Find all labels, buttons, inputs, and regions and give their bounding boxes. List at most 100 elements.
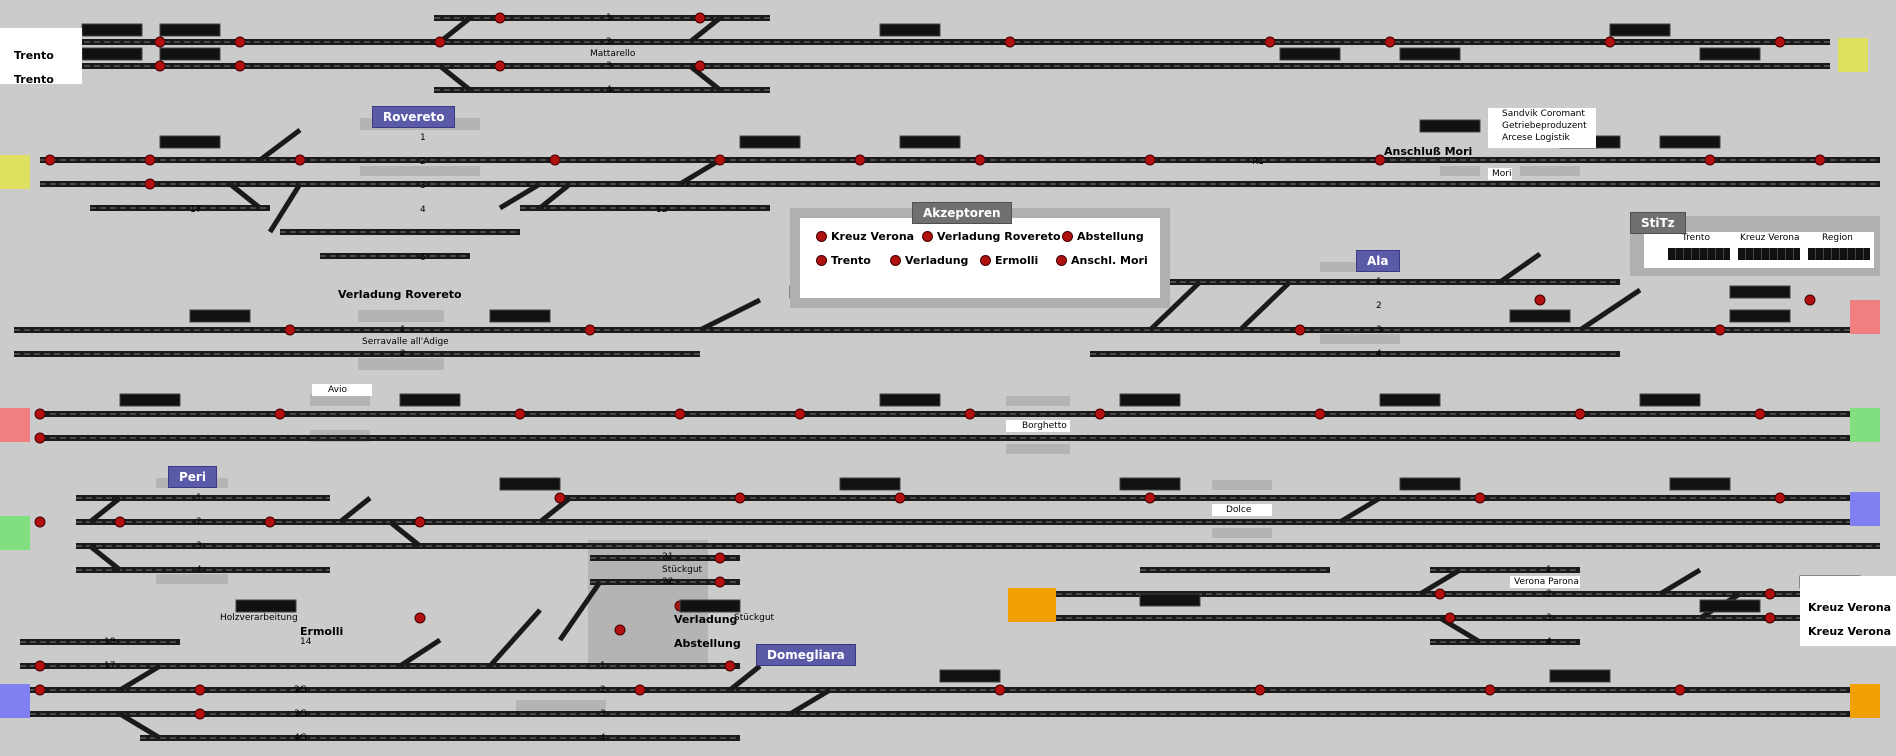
station-rovereto[interactable]: Rovereto [372, 106, 456, 128]
axle-counter-display [739, 135, 801, 149]
stitz-col-kreuz-verona: Kreuz Verona [1740, 233, 1800, 243]
stitz-col-region: Region [1822, 233, 1853, 243]
legend-label: Trento [831, 254, 871, 267]
track-switch [1418, 567, 1462, 597]
label-ermolli: Ermolli [300, 625, 344, 638]
label-arcese: Arcese Logistik [1502, 133, 1570, 143]
track-number: 2 [600, 685, 606, 695]
signal-icon [1434, 588, 1446, 600]
platform [1006, 444, 1070, 454]
axle-counter-display [1399, 477, 1461, 491]
label-avio: Avio [328, 385, 347, 395]
edge-marker-rovereto-west[interactable] [0, 155, 30, 189]
legend-abstellung[interactable]: Abstellung [1062, 230, 1144, 243]
label-mori: Mori [1492, 169, 1512, 179]
track-switch [1498, 251, 1542, 285]
legend-label: Ermolli [995, 254, 1039, 267]
signal-icon [1144, 492, 1156, 504]
track-number: 3G [294, 709, 307, 719]
track-switch [438, 16, 472, 44]
platform [1212, 528, 1272, 538]
legend-verladung[interactable]: Verladung [890, 254, 968, 267]
edge-marker-domegliara-east[interactable] [1850, 684, 1880, 718]
akzeptoren-title: Akzeptoren [912, 202, 1012, 224]
track-switch [1148, 280, 1202, 332]
track-switch [728, 664, 762, 692]
signal-icon [264, 516, 276, 528]
station-domegliara[interactable]: Domegliara [756, 644, 856, 666]
track-number: 2 [1376, 301, 1382, 311]
track-number: 2 [196, 517, 202, 527]
platform [1212, 480, 1272, 490]
axle-counter-display [159, 47, 221, 61]
edge-marker-trento-east[interactable] [1838, 38, 1868, 72]
platform [440, 166, 480, 176]
edge-marker-avio-east[interactable] [1850, 408, 1880, 442]
label-stueckgut-1: Stückgut [662, 565, 703, 575]
kreuz-verona-box [1800, 576, 1896, 646]
label-verladung: Verladung [674, 613, 738, 626]
signal-icon [974, 154, 986, 166]
track-number: 22 [662, 577, 674, 587]
signal-icon [1674, 684, 1686, 696]
signal-icon [1484, 684, 1496, 696]
edge-marker-peri-west[interactable] [0, 516, 30, 550]
signal-icon [1004, 36, 1016, 48]
track-segment [14, 63, 1830, 69]
label-verladung-rovereto: Verladung Rovereto [338, 288, 462, 301]
signal-icon [964, 408, 976, 420]
station-ala[interactable]: Ala [1356, 250, 1400, 272]
legend-verladung-rovereto[interactable]: Verladung Rovereto [922, 230, 1061, 243]
platform [1006, 396, 1070, 406]
track-switch [438, 64, 472, 92]
track-switch [398, 637, 442, 669]
track-switch [538, 496, 572, 524]
track-switch [88, 496, 122, 524]
label-kreuz-verona-2: Kreuz Verona [1808, 625, 1892, 638]
axle-counter-display [81, 47, 143, 61]
edge-marker-domegliara-west[interactable] [0, 684, 30, 718]
verona-parona-box [1510, 576, 1580, 588]
axle-counter-display [119, 393, 181, 407]
edge-marker-ala-east[interactable] [1850, 300, 1880, 334]
signal-icon [1534, 294, 1546, 306]
legend-anschl-mori[interactable]: Anschl. Mori [1056, 254, 1148, 267]
stitz-title: StiTz [1630, 212, 1686, 234]
signal-icon [1764, 588, 1776, 600]
axle-counter-display [81, 23, 143, 37]
edge-marker-dolce-east[interactable] [1850, 492, 1880, 526]
track-number: 2 [1546, 589, 1552, 599]
label-trento-2: Trento [14, 73, 54, 86]
label-holzverarbeitung: Holzverarbeitung [220, 613, 298, 623]
edge-marker-verona-west[interactable] [1008, 588, 1056, 622]
station-peri[interactable]: Peri [168, 466, 217, 488]
signal-icon [1144, 154, 1156, 166]
legend-trento[interactable]: Trento [816, 254, 871, 267]
signal-icon [494, 12, 506, 24]
track-number: 1 [600, 661, 606, 671]
signal-icon [1444, 612, 1456, 624]
track-number: 4 [420, 205, 426, 215]
platform [516, 700, 606, 712]
signal-icon [114, 516, 126, 528]
label-abstellung: Abstellung [674, 637, 741, 650]
signal-icon [34, 516, 46, 528]
signal-icon [714, 576, 726, 588]
track-number: 3 [600, 709, 606, 719]
track-number: 1 [606, 13, 612, 23]
track-segment [434, 87, 770, 93]
signal-icon [674, 408, 686, 420]
legend-kreuz-verona[interactable]: Kreuz Verona [816, 230, 914, 243]
track-number: 2 [606, 37, 612, 47]
track-switch [267, 182, 303, 234]
track-number: 17 [190, 205, 202, 215]
legend-ermolli[interactable]: Ermolli [980, 254, 1038, 267]
track-switch [258, 128, 302, 162]
edge-marker-avio-west[interactable] [0, 408, 30, 442]
signal-icon [154, 60, 166, 72]
track-switch [788, 687, 832, 717]
axle-counter-display [189, 309, 251, 323]
signal-icon [694, 12, 706, 24]
track-switch [1338, 495, 1382, 525]
track-number: 14 [300, 637, 312, 647]
